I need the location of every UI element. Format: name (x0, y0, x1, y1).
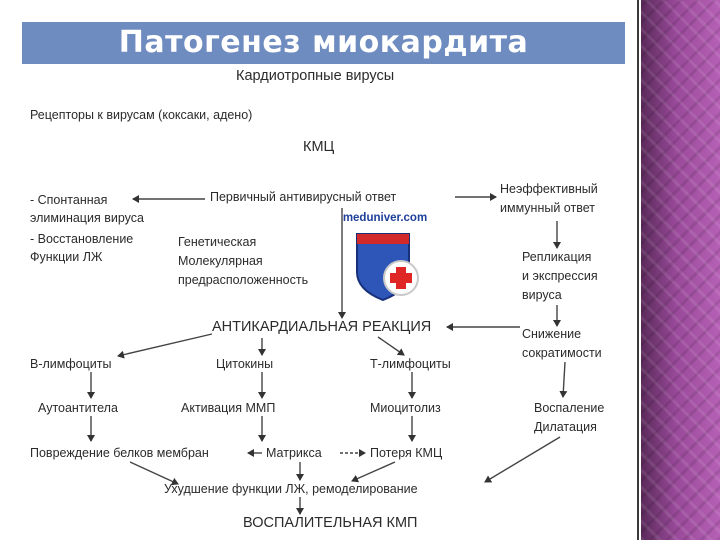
node-inflammation-line1: Воспаление (534, 401, 605, 415)
arrow-damage-to-worsening (129, 461, 179, 486)
node-b-lymphocytes: В-лимфоциты (30, 357, 112, 371)
node-kmc-loss: Потеря КМЦ (370, 446, 443, 460)
node-cardiotropic-viruses: Кардиотропные вирусы (236, 68, 395, 84)
node-ineffective-line2: иммунный ответ (500, 201, 595, 215)
node-myocytolysis: Миоцитолиз (370, 401, 441, 415)
node-lv-worsening: Ухудшение функции ЛЖ, ремоделирование (164, 482, 418, 496)
node-autoantibodies: Аутоантитела (38, 401, 118, 415)
node-contractility-line2: сократимости (522, 346, 602, 360)
meduniver-logo: meduniver.com (335, 212, 435, 302)
node-primary-response: Первичный антивирусный ответ (210, 190, 397, 204)
node-ineffective-line1: Неэффективный (500, 182, 598, 196)
node-restore-line2: Функции ЛЖ (30, 250, 103, 264)
node-dilatation-line2: Дилатация (534, 420, 597, 434)
node-anticardiac-reaction: АНТИКАРДИАЛЬНАЯ РЕАКЦИЯ (212, 319, 432, 335)
arrow-infl-to-worsening (484, 436, 561, 483)
decorative-side-panel (641, 0, 720, 540)
node-genetic-line2: Молекулярная (178, 254, 263, 268)
arrow-decr-to-infl (559, 361, 568, 398)
node-cytokines: Цитокины (216, 357, 274, 371)
node-t-lymphocytes: Т-лимфоциты (370, 357, 451, 371)
title-bar: Патогенез миокардита (22, 22, 625, 64)
slide-title: Патогенез миокардита (118, 25, 529, 60)
node-genetic-line3: предрасположенность (178, 273, 309, 287)
node-replication-line2: и экспрессия (522, 269, 598, 283)
arrow-loss-to-worsening (351, 461, 396, 483)
node-replication-line3: вируса (522, 288, 562, 302)
node-matrix: Матрикса (266, 446, 322, 460)
node-replication-line1: Репликация (522, 250, 592, 264)
arrow-anticard-to-tlymph (377, 336, 405, 356)
node-spontaneous-line1: - Спонтанная (30, 193, 108, 207)
arrow-anticard-to-blymph (117, 333, 213, 359)
node-mmp-activation: Активация ММП (181, 401, 276, 415)
logo-text: meduniver.com (342, 212, 428, 224)
node-spontaneous-line2: элиминация вируса (30, 211, 144, 225)
node-inflammatory-cmp: ВОСПАЛИТЕЛЬНАЯ КМП (243, 515, 418, 531)
node-kmc: КМЦ (303, 139, 335, 155)
node-restore-line1: - Восстановление (30, 232, 134, 246)
shield-cross-icon (356, 233, 419, 302)
node-membrane-damage: Повреждение белков мембран (30, 446, 209, 460)
side-divider (637, 0, 639, 540)
node-receptors: Рецепторы к вирусам (коксаки, адено) (30, 108, 253, 122)
node-genetic-line1: Генетическая (178, 235, 257, 249)
node-contractility-line1: Снижение (522, 327, 582, 341)
